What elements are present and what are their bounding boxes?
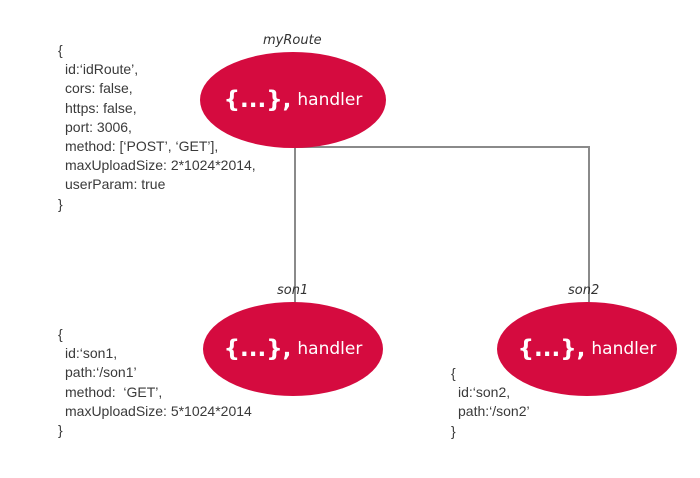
config-line: id:‘idRoute’, <box>65 61 139 78</box>
connector-root-horizontal <box>294 146 590 148</box>
config-line: cors: false, <box>65 80 133 97</box>
config-line: maxUploadSize: 2*1024*2014, <box>65 157 256 174</box>
config-line: } <box>58 422 63 439</box>
config-line: id:‘son2, <box>458 384 511 401</box>
config-line: userParam: true <box>65 176 166 193</box>
root-node-title: myRoute <box>263 33 322 48</box>
config-line: id:‘son1, <box>65 345 118 362</box>
config-line: path:‘/son2’ <box>458 403 530 420</box>
son1-node-braces: {...}, <box>223 336 292 362</box>
config-line: port: 3006, <box>65 118 132 135</box>
config-line: method: ‘GET’, <box>65 383 163 400</box>
son1-node-handler: handler <box>297 339 363 359</box>
root-node-handler: handler <box>297 90 363 110</box>
config-line: { <box>58 42 63 58</box>
son1-config-block: { id:‘son1, path:‘/son1’ method: ‘GET’, … <box>58 325 252 440</box>
root-route-node[interactable]: {...}, handler <box>200 52 386 148</box>
connector-root-to-son1 <box>294 146 296 306</box>
son2-config-block: { id:‘son2, path:‘/son2’ } <box>451 364 530 441</box>
son2-node-title: son2 <box>568 283 600 298</box>
config-line: { <box>451 365 456 381</box>
config-line: method: [‘POST’, ‘GET’], <box>65 138 219 155</box>
son2-node-braces: {...}, <box>517 336 586 362</box>
config-line: https: false, <box>65 99 137 116</box>
config-line: } <box>58 195 63 212</box>
son2-node-handler: handler <box>591 339 657 359</box>
son2-route-node[interactable]: {...}, handler <box>497 302 677 396</box>
son1-route-node[interactable]: {...}, handler <box>203 302 383 396</box>
config-line: } <box>451 422 456 439</box>
root-config-block: { id:‘idRoute’, cors: false, https: fals… <box>58 41 256 214</box>
son1-node-title: son1 <box>277 283 309 298</box>
config-line: { <box>58 326 63 342</box>
connector-to-son2 <box>588 146 590 306</box>
config-line: path:‘/son1’ <box>65 364 137 381</box>
root-node-braces: {...}, <box>223 87 292 113</box>
config-line: maxUploadSize: 5*1024*2014 <box>65 402 252 419</box>
